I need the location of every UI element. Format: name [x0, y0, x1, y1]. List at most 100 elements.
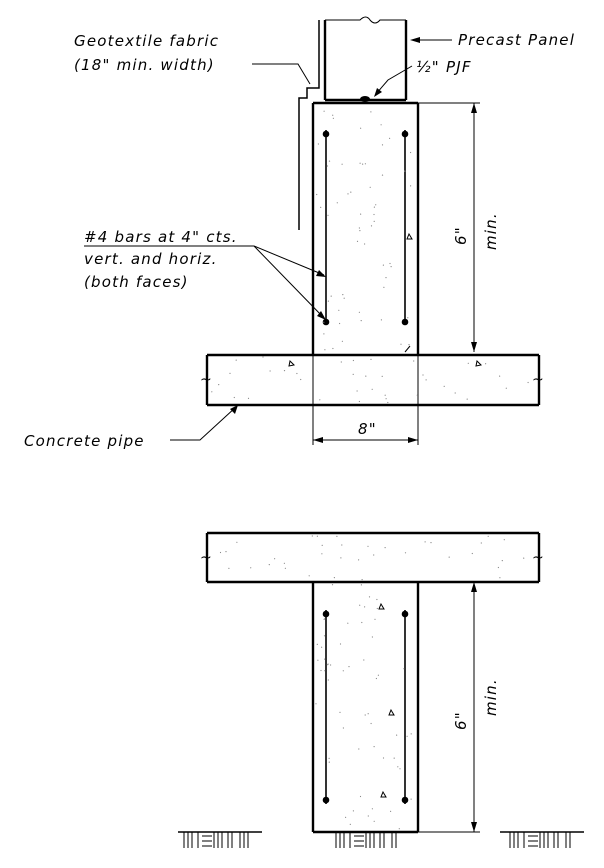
- speckle: [315, 703, 317, 705]
- speckle: [320, 206, 322, 208]
- speckle: [499, 375, 501, 377]
- pjf-label: PJF: [446, 58, 472, 76]
- speckle: [236, 541, 238, 543]
- speckle: [398, 828, 400, 830]
- speckle: [384, 394, 386, 396]
- speckle: [454, 392, 456, 394]
- speckle: [371, 808, 373, 810]
- speckle: [487, 535, 489, 537]
- ground-hatch-center: [326, 831, 406, 848]
- precast-panel-label: Precast Panel: [458, 31, 575, 49]
- speckle: [274, 558, 276, 560]
- speckle: [360, 213, 362, 215]
- geotextile-label-2: (18" min. width): [74, 56, 215, 74]
- speckle: [225, 551, 227, 553]
- speckle: [283, 370, 286, 372]
- speckle: [342, 670, 344, 672]
- speckle: [499, 577, 501, 579]
- speckle: [501, 560, 503, 562]
- speckle: [376, 598, 378, 601]
- speckle: [347, 193, 349, 195]
- speckle: [375, 204, 377, 206]
- speckle: [471, 552, 473, 555]
- speckle: [339, 711, 341, 714]
- speckle: [358, 227, 360, 229]
- speckle: [327, 663, 329, 665]
- pjf-leader: [374, 65, 413, 97]
- speckle: [333, 577, 335, 579]
- speckle: [339, 643, 342, 645]
- speckle: [382, 264, 384, 266]
- speckle: [323, 635, 326, 637]
- speckle: [381, 174, 384, 176]
- speckle: [247, 397, 250, 399]
- speckle: [349, 823, 351, 826]
- speckle: [410, 798, 412, 800]
- speckle: [363, 659, 365, 661]
- speckle: [321, 544, 323, 547]
- speckle: [235, 359, 237, 361]
- speckle: [345, 816, 347, 819]
- speckle: [323, 110, 325, 112]
- speckle: [358, 748, 360, 750]
- speckle: [358, 400, 360, 403]
- speckle: [328, 757, 330, 760]
- bottom-detail: ~ ~ 6" min.: [178, 531, 584, 848]
- speckle: [385, 398, 387, 400]
- speckle: [284, 567, 286, 569]
- speckle: [424, 541, 426, 543]
- speckle: [341, 340, 343, 342]
- speckle: [360, 320, 362, 322]
- speckle: [330, 295, 332, 297]
- speckle: [497, 566, 499, 569]
- speckle: [373, 746, 375, 748]
- speckle: [380, 124, 382, 126]
- speckle: [269, 370, 271, 372]
- speckle: [339, 322, 341, 325]
- speckle: [327, 214, 329, 216]
- speckle: [375, 677, 377, 680]
- speckle: [390, 810, 392, 813]
- speckle: [317, 143, 319, 145]
- speckle: [324, 349, 326, 351]
- speckle: [390, 266, 392, 268]
- speckle: [330, 664, 332, 666]
- speckle: [373, 820, 375, 822]
- speckle: [317, 659, 319, 661]
- bars-label-2: vert. and horiz.: [84, 250, 218, 268]
- speckle: [505, 387, 507, 389]
- speckle: [343, 297, 345, 299]
- speckle: [399, 768, 401, 770]
- speckle: [410, 151, 412, 154]
- speckle: [268, 564, 270, 566]
- speckle: [382, 757, 385, 759]
- dimension-width: 8": [313, 420, 418, 443]
- geotextile-fabric: [252, 20, 320, 230]
- speckle: [331, 584, 334, 586]
- speckle: [443, 385, 445, 387]
- speckle: [358, 559, 360, 561]
- speckle: [381, 144, 384, 146]
- speckle: [393, 757, 395, 759]
- speckle: [466, 398, 468, 400]
- speckle: [359, 230, 361, 232]
- speckle: [370, 358, 372, 360]
- speckle: [356, 390, 358, 392]
- speckle: [323, 321, 325, 323]
- speckle: [332, 114, 334, 116]
- pipe-leader: [170, 405, 238, 441]
- speckle: [359, 162, 361, 164]
- precast-leader: [410, 37, 452, 43]
- speckle: [367, 815, 369, 817]
- speckle: [364, 243, 366, 245]
- dim-height-bottom-label: 6": [452, 711, 470, 730]
- speckle: [327, 300, 329, 302]
- speckle: [340, 557, 342, 559]
- speckle: [407, 317, 409, 319]
- dim-width-label: 8": [358, 420, 377, 438]
- geotextile-label-1: Geotextile fabric: [74, 32, 219, 50]
- speckle: [321, 553, 323, 555]
- speckle: [373, 206, 375, 208]
- break-symbol-right-b: ~: [532, 550, 545, 566]
- speckle: [332, 117, 334, 119]
